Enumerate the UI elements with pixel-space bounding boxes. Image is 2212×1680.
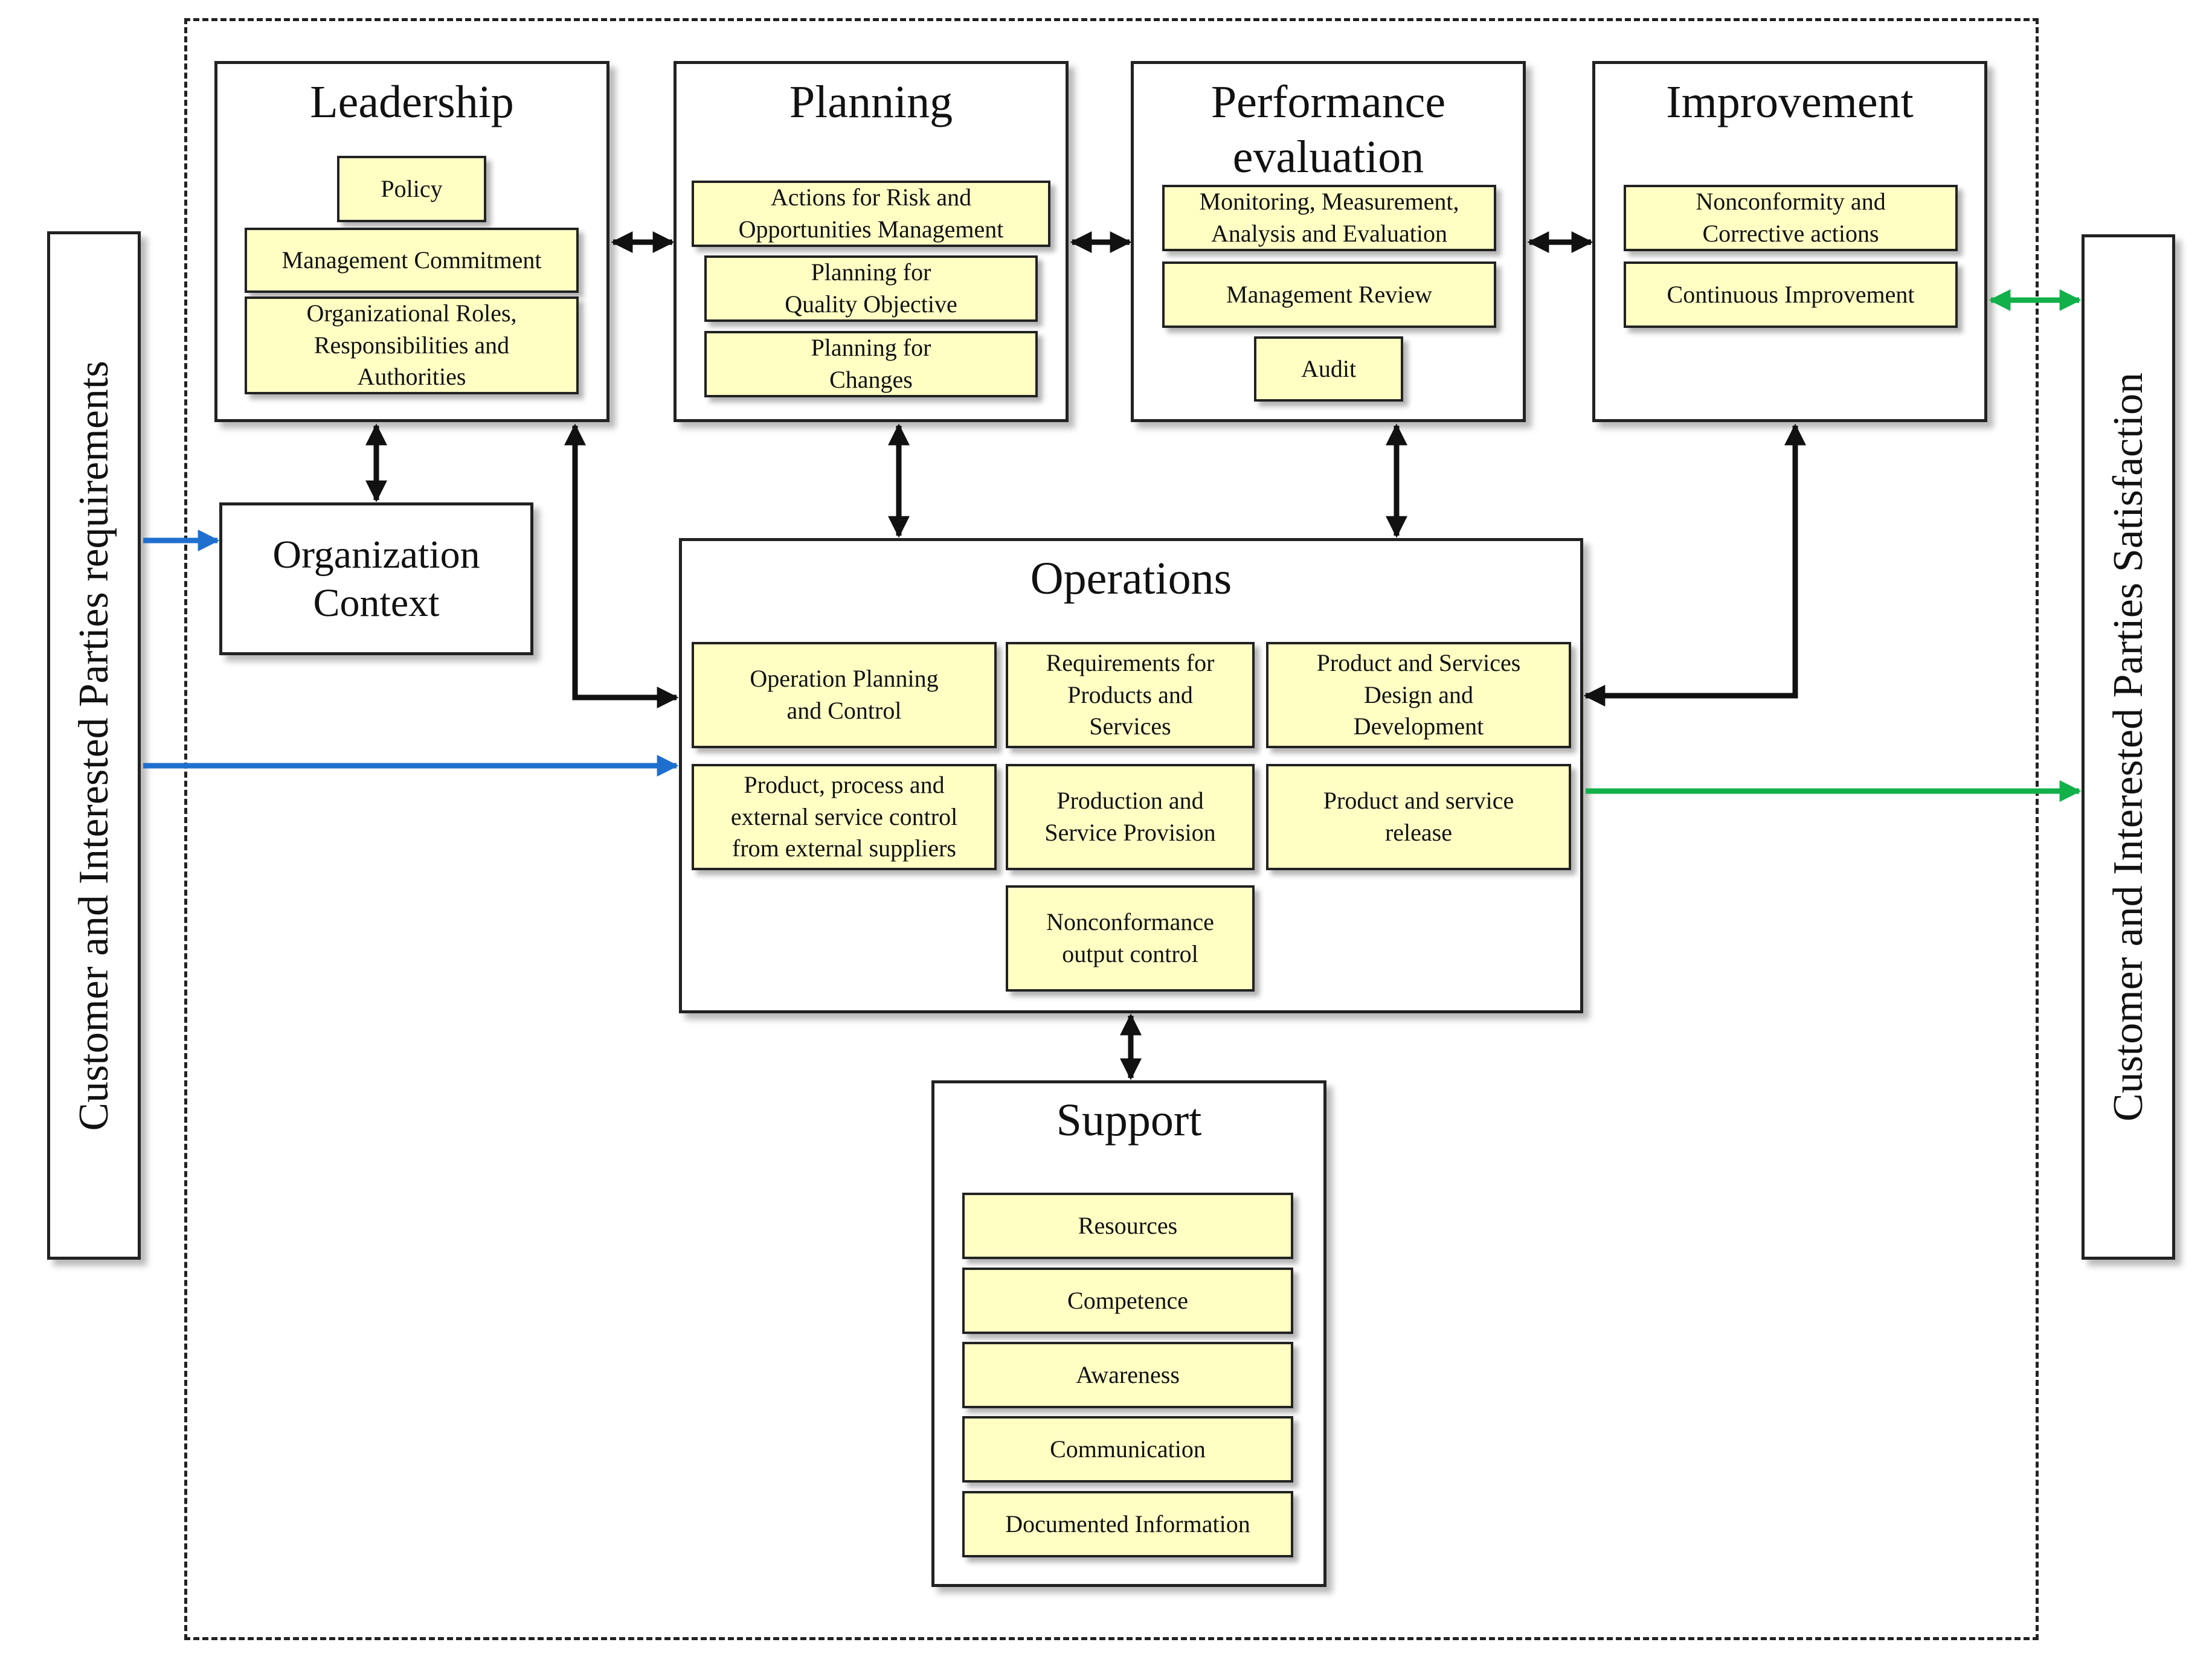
operations-item-requirements: Requirements for Products and Services: [1006, 642, 1255, 748]
leadership-operations-arrow: [564, 423, 679, 708]
qms-boundary-frame: [184, 18, 2039, 1640]
operations-item-release: Product and service release: [1266, 764, 1571, 870]
operations-item-nonconformance: Nonconformance output control: [1006, 885, 1255, 992]
leadership-item-roles: Organizational Roles, Responsibilities a…: [245, 297, 579, 394]
leadership-title: Leadership: [310, 77, 514, 127]
operations-item-suppliers: Product, process and external service co…: [692, 764, 997, 870]
support-title: Support: [1056, 1095, 1202, 1146]
planning-item-changes: Planning for Changes: [704, 331, 1038, 397]
support-item-resources: Resources: [962, 1193, 1293, 1259]
operations-item-planning: Operation Planning and Control: [692, 642, 997, 748]
performance-item-monitoring: Monitoring, Measurement, Analysis and Ev…: [1162, 185, 1496, 251]
improvement-operations-arrow: [1583, 423, 1806, 707]
improvement-title: Improvement: [1666, 77, 1914, 127]
performance-item-audit: Audit: [1254, 336, 1403, 402]
organization-context-box: Organization Context: [219, 502, 533, 655]
operations-item-production: Production and Service Provision: [1006, 764, 1255, 870]
planning-item-objective: Planning for Quality Objective: [704, 255, 1038, 322]
planning-title: Planning: [789, 77, 953, 127]
improvement-item-continuous: Continuous Improvement: [1624, 261, 1958, 328]
improvement-item-nonconformity: Nonconformity and Corrective actions: [1624, 185, 1958, 251]
leadership-item-policy: Policy: [337, 156, 486, 222]
planning-item-risk: Actions for Risk and Opportunities Manag…: [692, 181, 1050, 247]
support-item-documented-information: Documented Information: [962, 1491, 1293, 1557]
support-item-communication: Communication: [962, 1416, 1293, 1483]
customer-requirements-bar: Customer and Interested Parties requirem…: [47, 231, 141, 1260]
support-item-awareness: Awareness: [962, 1342, 1293, 1408]
performance-item-review: Management Review: [1162, 261, 1496, 328]
operations-item-design: Product and Services Design and Developm…: [1266, 642, 1571, 748]
performance-title: Performance evaluation: [1210, 77, 1446, 183]
customer-satisfaction-bar: Customer and Interested Parties Satisfac…: [2082, 234, 2175, 1260]
leadership-item-commitment: Management Commitment: [245, 228, 579, 293]
operations-title: Operations: [1030, 553, 1232, 604]
support-item-competence: Competence: [962, 1268, 1293, 1334]
